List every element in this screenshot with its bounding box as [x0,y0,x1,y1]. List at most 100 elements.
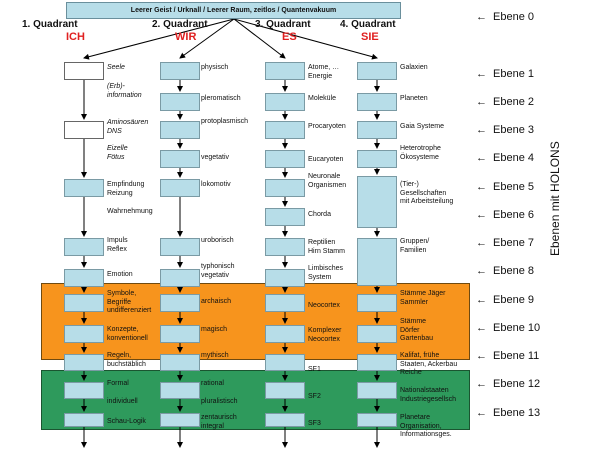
label-line: Gruppen/ [400,238,430,245]
label-c1-9: Konzepte,konventionell [107,326,148,343]
label-line: Begriffe [107,298,131,306]
label-line: Chorda [308,211,331,218]
left-arrow-icon: ← [476,322,487,334]
ebene-text: Ebene 6 [493,209,534,221]
holon-box-c2-14 [160,179,200,197]
ebene-text: Ebene 4 [493,152,534,164]
label-c3-2: Procaryoten [308,123,346,132]
left-arrow-icon: ← [476,209,487,221]
label-line: Fötus [107,153,125,161]
holon-box-c2-11 [160,93,200,111]
origin-box: Leerer Geist / Urknall / Leerer Raum, ze… [66,2,401,19]
label-line: Organisation, [400,422,442,430]
holon-box-c2-17 [160,294,200,312]
label-c2-5: uroborisch [201,237,234,246]
holon-box-c2-20 [160,382,200,399]
label-c3-3: Eucaryoten [308,156,343,165]
ebene-text: Ebene 8 [493,265,534,277]
label-line: magisch [201,326,228,333]
holon-box-c4-43 [357,354,397,371]
label-c2-8: magisch [201,326,227,335]
quadrant-1-heading: 1. Quadrant [22,19,78,30]
label-line: Eucaryoten [308,156,344,163]
label-line: Familien [400,246,427,254]
left-arrow-icon: ← [476,152,487,164]
label-c1-12: individuell [107,398,138,407]
holon-box-c4-45 [357,413,397,427]
holon-box-c1-5 [64,294,104,312]
label-line: konventionell [107,334,148,342]
label-line: information [107,91,142,99]
label-line: Dörfer [400,326,420,334]
ebene-text: Ebene 2 [493,96,534,108]
ebene-text: Ebene 13 [493,407,541,419]
label-line: Seele [107,64,125,71]
label-c3-0: Atome, …Energie [308,64,339,81]
ebene-label-5: ←Ebene 5 [476,181,534,193]
label-c3-11: SF2 [308,393,321,402]
label-line: vegetativ [201,271,230,279]
ebene-label-7: ←Ebene 7 [476,237,534,249]
label-line: Aminosäuren [107,119,149,126]
left-arrow-icon: ← [476,181,487,193]
label-c2-4: lokomotiv [201,181,231,190]
left-arrow-icon: ← [476,378,487,390]
holon-box-c3-34 [265,413,305,427]
holon-box-c3-23 [265,93,305,111]
holon-box-c4-37 [357,121,397,139]
label-line: System [308,273,332,281]
label-line: buchstäblich [107,360,146,368]
label-line: Nationalstaaten [400,387,449,394]
label-line: Eizelle [107,145,128,152]
label-line: lokomotiv [201,181,231,188]
label-c3-12: SF3 [308,420,321,429]
ebene-label-3: ←Ebene 3 [476,124,534,136]
label-line: undifferenziert [107,307,152,314]
holon-box-c4-42 [357,325,397,343]
label-line: SF3 [308,420,321,427]
holon-box-c3-29 [265,269,305,287]
holon-box-c2-13 [160,150,200,168]
ebene-text: Ebene 11 [493,350,540,362]
label-c2-9: mythisch [201,352,229,361]
ebene-text: Ebene 3 [493,124,534,136]
holon-box-c2-21 [160,413,200,427]
label-c3-1: Moleküle [308,95,336,104]
left-arrow-icon: ← [476,11,487,23]
label-line: Stämme [400,318,427,325]
left-arrow-icon: ← [476,265,487,277]
label-line: uroborisch [201,237,234,244]
holon-box-c4-36 [357,93,397,111]
label-c3-5: Chorda [308,211,331,220]
holon-box-c3-24 [265,121,305,139]
label-line: Emotion [107,271,133,278]
quadrant-3-heading: 3. Quadrant [255,19,311,30]
holon-box-c1-6 [64,325,104,343]
label-line: Organismen [308,181,347,189]
label-line: Reflex [107,245,127,253]
label-line: Energie [308,72,333,80]
label-line: Moleküle [308,95,337,102]
holon-box-c1-4 [64,269,104,287]
label-line: Limbisches [308,265,344,272]
quadrant-3-name: ES [282,31,297,43]
holon-box-c3-33 [265,382,305,399]
label-c1-13: Schau-Logik [107,418,146,427]
left-arrow-icon: ← [476,350,487,362]
left-arrow-icon: ← [476,407,487,419]
ebene-label-4: ← Ebene 4 [476,152,534,164]
holon-box-c4-39 [357,176,397,228]
label-line: zentaurisch [201,414,237,421]
ebene-label-10: ←Ebene 10 [476,322,540,334]
label-line: rational [201,380,224,387]
label-c1-0: Seele [107,64,125,73]
